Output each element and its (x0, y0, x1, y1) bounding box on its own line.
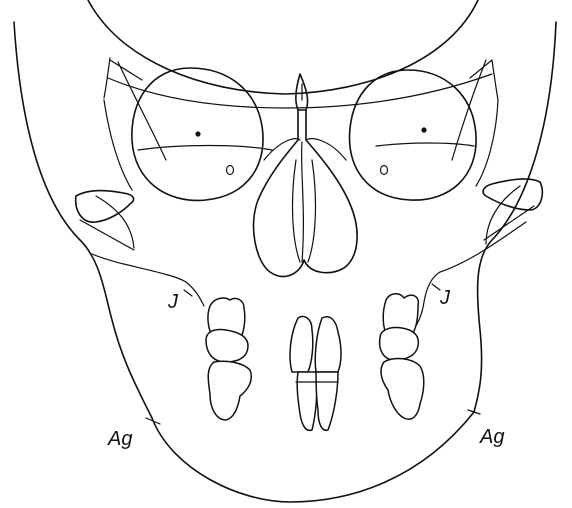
orbit-center-dot-right (421, 127, 426, 132)
label-j-left: J (167, 291, 179, 313)
upper-incisor-right (315, 317, 341, 372)
orbit-floor-line-left (138, 146, 272, 151)
infraorbital-foramen-right (381, 166, 388, 175)
zygomatic-arch-right (483, 179, 542, 210)
zygomatic-arch-left (76, 191, 134, 223)
cranial-vault-outline (88, 0, 478, 94)
nasal-arch (264, 139, 346, 160)
upper-molar-crown-right (380, 327, 419, 360)
infraorbital-foramen-left (227, 166, 234, 175)
lower-molar-right (381, 359, 424, 420)
inferior-turbinate-left (293, 160, 300, 262)
lower-incisor-left (297, 372, 317, 430)
inferior-turbinate-right (308, 160, 315, 262)
label-ag-right: Ag (479, 426, 504, 448)
upper-incisor-left (290, 317, 313, 373)
j-tick-right (432, 284, 440, 290)
lateral-face-right (476, 100, 498, 186)
nasal-cavity (254, 140, 358, 276)
lower-molar-left (208, 361, 251, 420)
lower-incisor-right (316, 372, 338, 430)
zygomatic-line-left (80, 196, 134, 250)
supraorbital-line (108, 74, 492, 108)
lateral-face-left (104, 100, 132, 190)
nasal-septum (302, 142, 304, 262)
nasal-bone (298, 110, 306, 140)
maxillary-contour-left (92, 254, 204, 306)
lateral-orbit-left (104, 58, 142, 98)
zygomatic-line-right (484, 186, 534, 244)
label-j-right: J (439, 287, 451, 309)
maxillary-contour-right (410, 222, 526, 334)
lateral-skull-outline-right (474, 22, 556, 412)
orbit-right (350, 70, 477, 200)
label-ag-left: Ag (107, 428, 132, 450)
j-tick-left (184, 290, 192, 296)
lateral-skull-outline-left (14, 22, 152, 418)
orbit-floor-line-right (376, 143, 474, 146)
orbit-center-dot-left (195, 131, 200, 136)
